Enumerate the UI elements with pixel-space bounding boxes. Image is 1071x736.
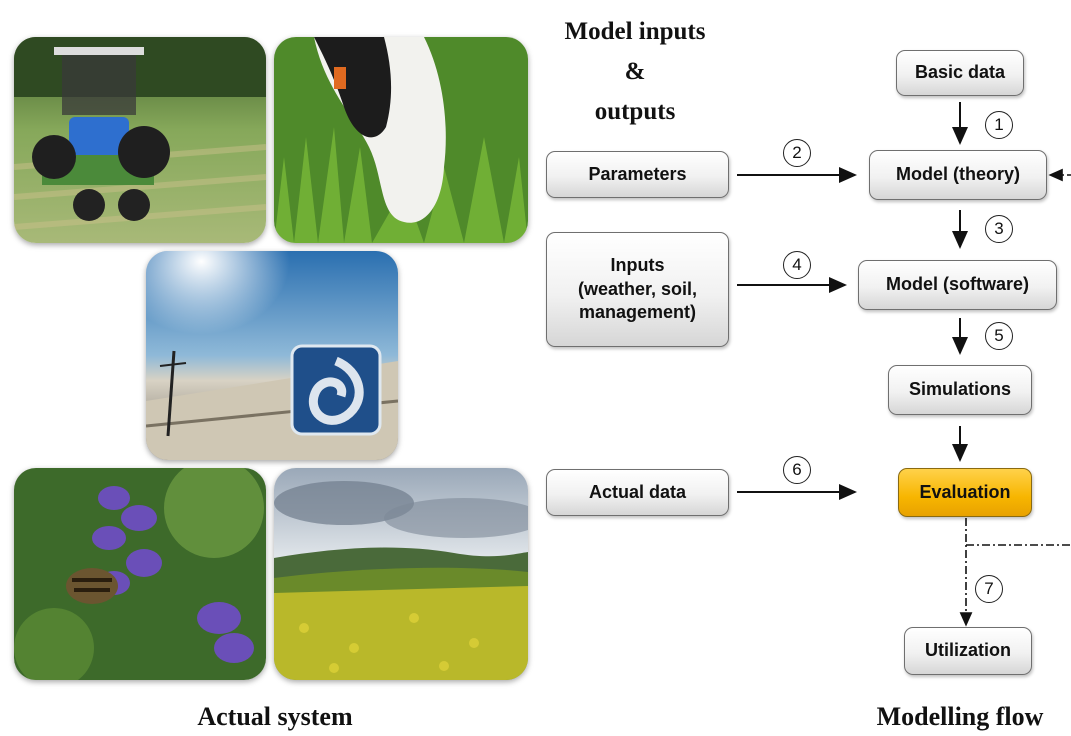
basic-data-box: Basic data xyxy=(896,50,1024,96)
model-io-heading-line3: outputs xyxy=(594,98,676,125)
modelling-flow-caption: Modelling flow xyxy=(876,702,1044,731)
rapeseed-field-landscape-photo xyxy=(274,468,528,680)
actual-data-box: Actual data xyxy=(546,469,729,516)
step-number-3: 3 xyxy=(985,215,1013,243)
tractor-field-photo xyxy=(14,37,266,243)
inputs-box: Inputs (weather, soil, management) xyxy=(546,232,729,347)
cow-grazing-photo xyxy=(274,37,528,243)
step-number-5: 5 xyxy=(985,322,1013,350)
step-number-4: 4 xyxy=(783,251,811,279)
utilization-box: Utilization xyxy=(904,627,1032,675)
inputs-box-line2: (weather, soil, xyxy=(577,278,698,299)
sky-weather-satellite-photo xyxy=(146,251,398,460)
model-io-heading-line1: Model inputs xyxy=(564,18,706,45)
actual-system-caption: Actual system xyxy=(197,702,353,731)
step-number-7: 7 xyxy=(975,575,1003,603)
model-io-heading: Model inputs & outputs xyxy=(540,12,730,132)
model-io-heading-line2: & xyxy=(624,58,646,85)
simulations-box: Simulations xyxy=(888,365,1032,415)
bee-on-flower-photo xyxy=(14,468,266,680)
model-theory-box: Model (theory) xyxy=(869,150,1047,200)
parameters-box: Parameters xyxy=(546,151,729,198)
inputs-box-line1: Inputs xyxy=(610,255,665,276)
evaluation-box: Evaluation xyxy=(898,468,1032,517)
step-number-6: 6 xyxy=(783,456,811,484)
inputs-box-line3: management) xyxy=(578,302,697,323)
step-number-1: 1 xyxy=(985,111,1013,139)
step-number-2: 2 xyxy=(783,139,811,167)
model-software-box: Model (software) xyxy=(858,260,1057,310)
